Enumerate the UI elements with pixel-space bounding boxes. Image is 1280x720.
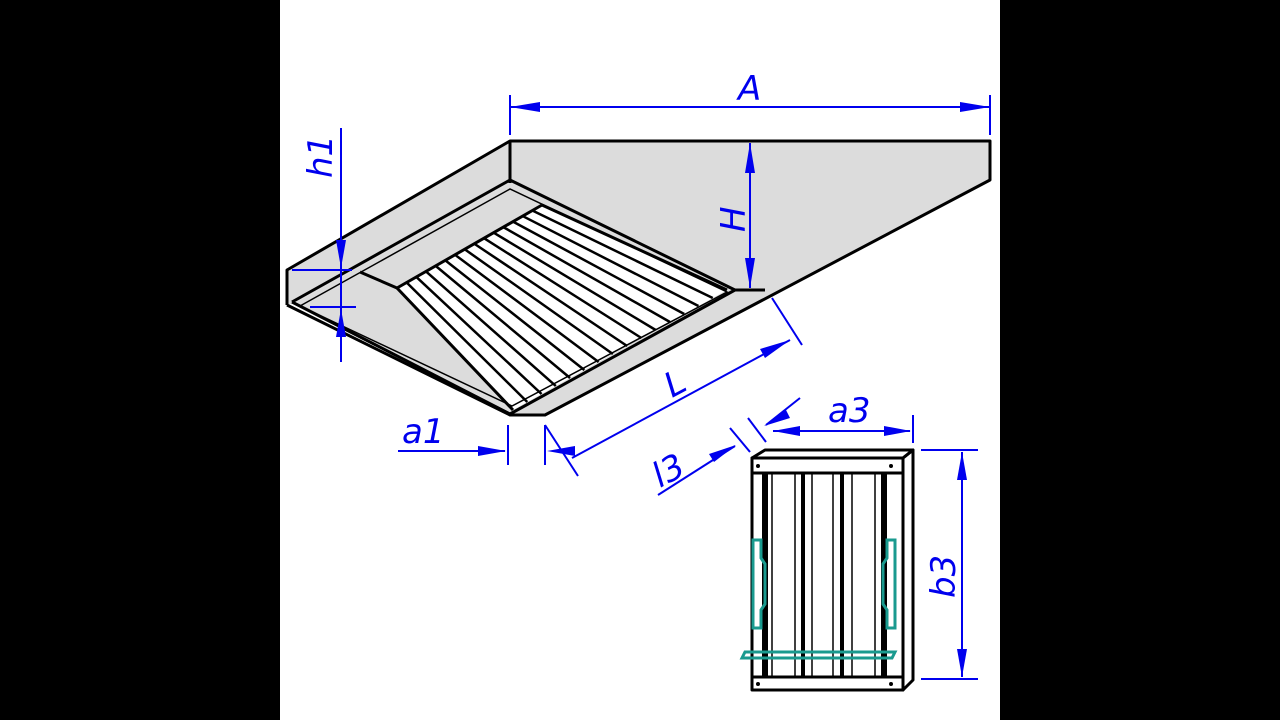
filter-slat: [405, 281, 529, 403]
filter-slat: [415, 276, 543, 395]
hood-outline: [285, 139, 992, 417]
hood-left-face: [287, 141, 510, 305]
filter-slat: [454, 253, 600, 364]
left-letterbox: [0, 0, 280, 720]
dimension-h1: h1: [292, 128, 356, 362]
filter-slat: [444, 259, 586, 371]
dimension-b3: b3: [921, 449, 978, 680]
filter-slat: [463, 248, 614, 356]
right-letterbox: [1000, 0, 1280, 720]
label-h1: h1: [301, 135, 341, 178]
grease-filter-area: [397, 205, 727, 410]
label-a1: a1: [402, 412, 444, 452]
label-b3: b3: [924, 555, 964, 598]
filter-slat: [493, 231, 657, 332]
drip-bar: [739, 650, 898, 660]
filter-slat: [522, 214, 700, 308]
filter-slat: [483, 237, 643, 340]
label-H: H: [714, 206, 754, 232]
dimension-a1: a1: [398, 412, 575, 465]
label-a3: a3: [828, 391, 870, 431]
filter-slat: [512, 220, 685, 316]
dimension-a3: a3: [773, 391, 914, 443]
dimension-H: H: [714, 143, 755, 288]
left-handle: [751, 538, 767, 630]
filter-slat: [434, 264, 571, 379]
dimension-A: A: [509, 69, 991, 135]
filter-slats: [405, 209, 714, 403]
filter-slat: [473, 242, 628, 348]
grease-filter-panel: [739, 448, 915, 692]
label-A: A: [736, 69, 761, 109]
filter-slat: [425, 270, 557, 387]
right-handle: [881, 538, 897, 630]
filter-slat: [502, 226, 671, 324]
filter-slat: [531, 209, 714, 300]
